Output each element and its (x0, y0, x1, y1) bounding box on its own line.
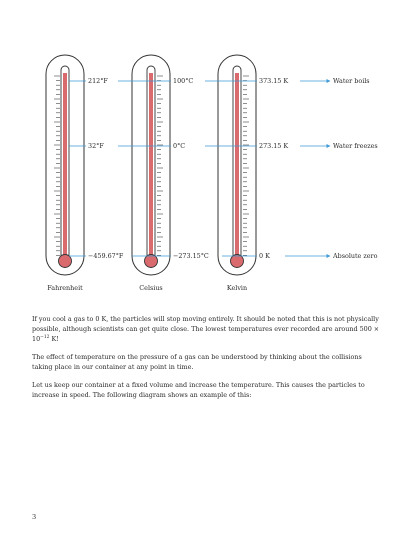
thermometer-celsius (131, 54, 171, 276)
scale-ticks (157, 75, 163, 256)
kelvin-boil-label: 373.15 K (259, 77, 288, 85)
page-number: 3 (32, 513, 37, 521)
paragraph-text: If you cool a gas to 0 K, the particles … (32, 315, 380, 344)
water-boils-label: Water boils (333, 77, 370, 85)
thermometer-kelvin (217, 54, 257, 276)
scale-ticks (243, 75, 249, 256)
scale-ticks (54, 75, 60, 256)
absolute-zero-label: Absolute zero (332, 252, 378, 260)
thermometer-fahrenheit (45, 54, 85, 276)
exponent: −12 (40, 335, 50, 341)
fahrenheit-boil-label: 212°F (88, 77, 108, 85)
thermometer-figure: 212°F 32°F −459.67°F 100°C 0°C −273.15°C… (45, 54, 378, 292)
celsius-freeze-label: 0°C (173, 142, 185, 150)
celsius-boil-label: 100°C (173, 77, 193, 85)
kelvin-caption: Kelvin (227, 284, 247, 292)
reference-lines (69, 79, 331, 258)
paragraph-collisions: The effect of temperature on the pressur… (32, 353, 362, 372)
fahrenheit-freeze-label: 32°F (88, 142, 104, 150)
kelvin-freeze-label: 273.15 K (259, 142, 288, 150)
fahrenheit-zero-label: −459.67°F (88, 252, 124, 260)
celsius-caption: Celsius (139, 284, 162, 292)
paragraph-absolute-zero: If you cool a gas to 0 K, the particles … (32, 314, 382, 345)
kelvin-zero-label: 0 K (259, 252, 270, 260)
paragraph-fixed-volume: Let us keep our container at a fixed vol… (32, 381, 365, 400)
water-freezes-label: Water freezes (333, 142, 378, 150)
paragraph-text: K! (49, 335, 59, 344)
fahrenheit-caption: Fahrenheit (47, 284, 83, 292)
celsius-zero-label: −273.15°C (173, 252, 209, 260)
